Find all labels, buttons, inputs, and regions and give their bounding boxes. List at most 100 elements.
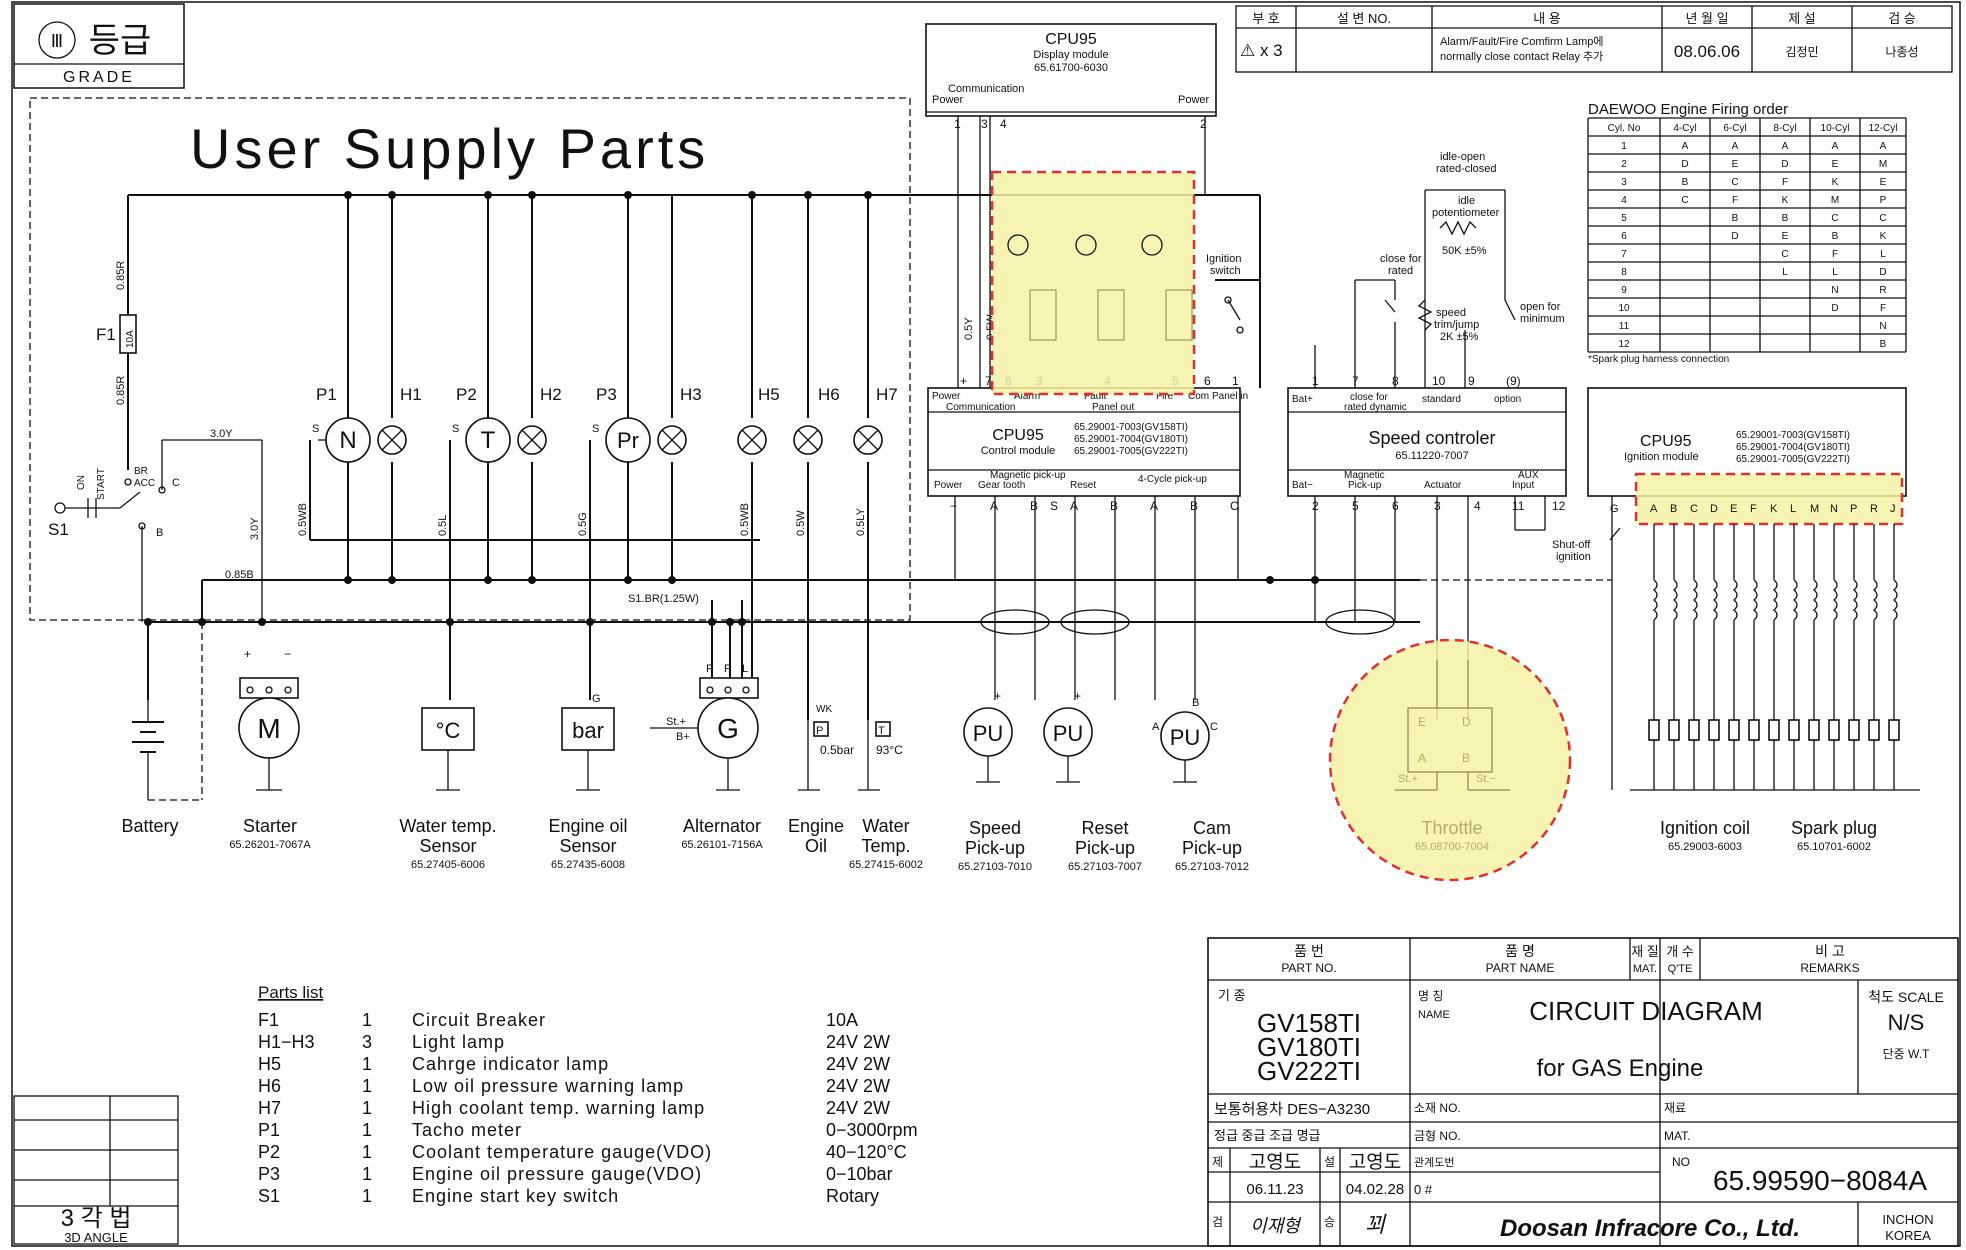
lamp-h5: H5	[737, 385, 780, 455]
ignition-coil-winding	[1712, 579, 1718, 621]
ctrl-top-pin-7: 7	[985, 374, 992, 388]
parts-list-cell: 1	[362, 1186, 372, 1206]
ctrl-bottom-label-power: Power	[934, 480, 963, 491]
component-name: Throttle	[1421, 818, 1482, 838]
tb-company: Doosan Infracore Co., Ltd.	[1500, 1215, 1800, 1242]
ignition-coil-winding	[1652, 579, 1658, 621]
ctrl-bottom-pin-s: S	[1050, 499, 1058, 513]
speed-pickup-symbol: PU	[973, 721, 1004, 746]
sc-top-pin-9b: (9)	[1506, 374, 1521, 388]
ignition-pin: F	[1750, 503, 1757, 515]
idle-pot-label: idle	[1458, 195, 1475, 207]
firing-order-cell: F	[1782, 177, 1788, 188]
shutoff-label-1: Shut-off	[1552, 539, 1591, 551]
gauge-p1: N P1 S	[312, 385, 371, 463]
firing-order-cell: 11	[1619, 321, 1630, 332]
ignition-pin: M	[1810, 503, 1819, 515]
wire-30y-b: 3.0Y	[249, 517, 261, 540]
tb-part-no-ko: 품 번	[1294, 943, 1324, 959]
tb-model-3: GV222TI	[1257, 1056, 1361, 1086]
ignition-coil-winding	[1692, 579, 1698, 621]
cam-pickup-c: C	[1210, 721, 1218, 733]
sc-bottom-pin-6: 6	[1392, 499, 1399, 513]
firing-order-cell: F	[1880, 303, 1886, 314]
sc-top-label-option: option	[1494, 394, 1521, 405]
fuse-f1: F1 10A 0.85R 0.85R	[96, 261, 137, 405]
wire-085r-b: 0.85R	[115, 376, 127, 405]
firing-order-cell: M	[1831, 195, 1839, 206]
rev-date: 08.06.06	[1674, 42, 1740, 61]
firing-order-cell: 7	[1621, 249, 1627, 260]
firing-order-cell: E	[1832, 159, 1839, 170]
ctrl-top-label-panel-in: Panel in	[1212, 391, 1248, 402]
ignition-coil-winding	[1892, 579, 1898, 621]
parts-list-cell: H6	[258, 1076, 281, 1096]
ignition-pin: L	[1790, 503, 1796, 515]
open-for-label: open for	[1520, 301, 1561, 313]
close-for-label: close for	[1380, 253, 1422, 265]
tb-related: 관계도번	[1414, 1156, 1454, 1169]
oil-sensor-g: G	[592, 693, 601, 705]
wire-labels: 0.5WB 0.5L 0.5G 0.5WB 0.5W 0.5LY S1.BR(1…	[297, 314, 997, 605]
gauge-p2-symbol: T	[481, 427, 496, 454]
display-pin-2: 2	[1200, 117, 1207, 131]
sc-bottom-pin-3: 3	[1434, 499, 1441, 513]
ctrl-bottom-label-cycle: 4-Cycle pick-up	[1138, 474, 1207, 485]
component-name-line2: Temp.	[861, 836, 910, 856]
tb-design: 고영도	[1349, 1151, 1401, 1173]
wire-05l: 0.5L	[437, 515, 449, 536]
firing-order-cell: 5	[1621, 213, 1627, 224]
parts-list-cell: 40−120°C	[826, 1142, 907, 1162]
ignition-pin: E	[1730, 503, 1737, 515]
gauge-p2: T P2 S	[452, 385, 511, 463]
firing-order-cell: 8	[1621, 267, 1627, 278]
gauge-p1-symbol: N	[339, 427, 356, 454]
throttle-st-minus: St.−	[1476, 773, 1496, 785]
cam-pickup-a: A	[1152, 721, 1160, 733]
ignition-coil-winding	[1872, 579, 1878, 621]
tb-remarks-ko: 비 고	[1815, 943, 1845, 959]
tb-part-name-ko: 품 명	[1505, 943, 1535, 959]
gauge-p2-s: S	[452, 423, 459, 435]
ignition-coil-winding	[1832, 579, 1838, 621]
spark-plug	[1868, 719, 1880, 741]
parts-list-cell: 1	[362, 1120, 372, 1140]
tb-qty-ko: 개 수	[1666, 944, 1694, 959]
angle-korean: 3 각 법	[61, 1205, 132, 1232]
gauge-p2-label: P2	[456, 385, 477, 404]
tb-city: INCHON	[1882, 1212, 1933, 1227]
oil-sensor-symbol: bar	[572, 718, 604, 743]
firing-order-cell: B	[1832, 231, 1839, 242]
rev-header-no: 설 변 NO.	[1337, 11, 1391, 26]
firing-order-header: 12-Cyl	[1869, 123, 1898, 134]
tb-grade-row: 정급 중급 조급 명급	[1214, 1128, 1321, 1143]
tb-checker-label: 검	[1212, 1215, 1223, 1229]
display-module-comm: Communication	[948, 83, 1024, 95]
parts-list-cell: Tacho meter	[412, 1120, 522, 1140]
parts-list-cell: P2	[258, 1142, 280, 1162]
tb-spec-no: 금형 NO.	[1414, 1129, 1461, 1143]
rev-header-checked: 검 승	[1888, 11, 1916, 26]
firing-order-cell: K	[1832, 177, 1839, 188]
ignition-switch-label-1: Ignition	[1206, 253, 1241, 265]
wire-05g: 0.5G	[577, 512, 589, 536]
component-name: Water	[862, 816, 909, 836]
firing-order-header: Cyl. No	[1608, 123, 1641, 134]
parts-list-cell: 1	[362, 1142, 372, 1162]
oil-switch-value: 0.5bar	[820, 743, 854, 757]
ignition-coil-winding	[1812, 579, 1818, 621]
water-temp-switch: T 93°C	[858, 720, 903, 791]
wire-05y: 0.5Y	[963, 317, 975, 340]
component-name: Cam	[1193, 818, 1231, 838]
water-temp-sensor: °C	[421, 707, 475, 791]
tb-country: KOREA	[1885, 1228, 1931, 1243]
firing-order-cell: M	[1879, 159, 1887, 170]
ctrl-top-label-power: Power	[932, 391, 961, 402]
tb-model-2: GV180TI	[1257, 1032, 1361, 1062]
ctrl-bottom-pin-c: C	[1230, 499, 1239, 513]
sc-bottom-label-magnetic: Magnetic	[1344, 470, 1385, 481]
alt-r: R	[706, 663, 714, 675]
firing-order-cell: C	[1879, 213, 1886, 224]
lamp-h5-label: H5	[758, 385, 780, 404]
